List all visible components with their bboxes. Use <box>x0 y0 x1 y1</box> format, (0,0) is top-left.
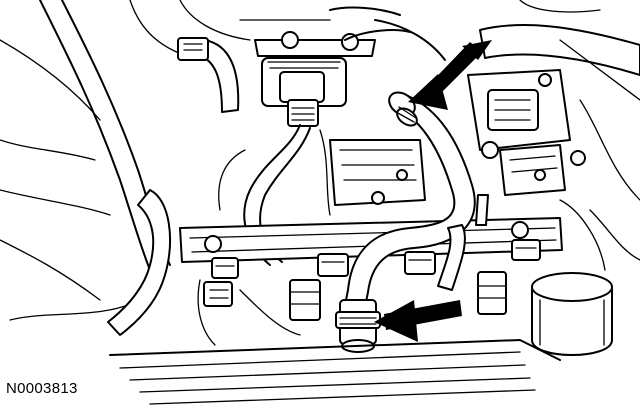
injector-connectors <box>211 239 541 279</box>
upper-callout-arrow <box>408 40 492 110</box>
top-right-hose <box>479 0 640 101</box>
injector-bodies <box>289 271 507 321</box>
fuel-rail <box>179 217 563 263</box>
left-plug-connector <box>177 37 209 61</box>
valve-cover <box>109 279 561 405</box>
lower-hose-fitting <box>335 299 381 353</box>
right-valve-assembly <box>467 69 586 196</box>
intake-runner-block <box>329 139 426 206</box>
lower-left-connector <box>203 281 233 307</box>
right-small-hose <box>437 194 489 291</box>
lower-callout-arrow <box>374 300 462 342</box>
figure-id-label: N0003813 <box>6 380 78 397</box>
vacuum-hose <box>345 91 476 303</box>
right-edge-detail <box>559 99 640 271</box>
sensor-connector-cluster <box>239 6 446 127</box>
oil-filler-cap <box>531 272 613 356</box>
